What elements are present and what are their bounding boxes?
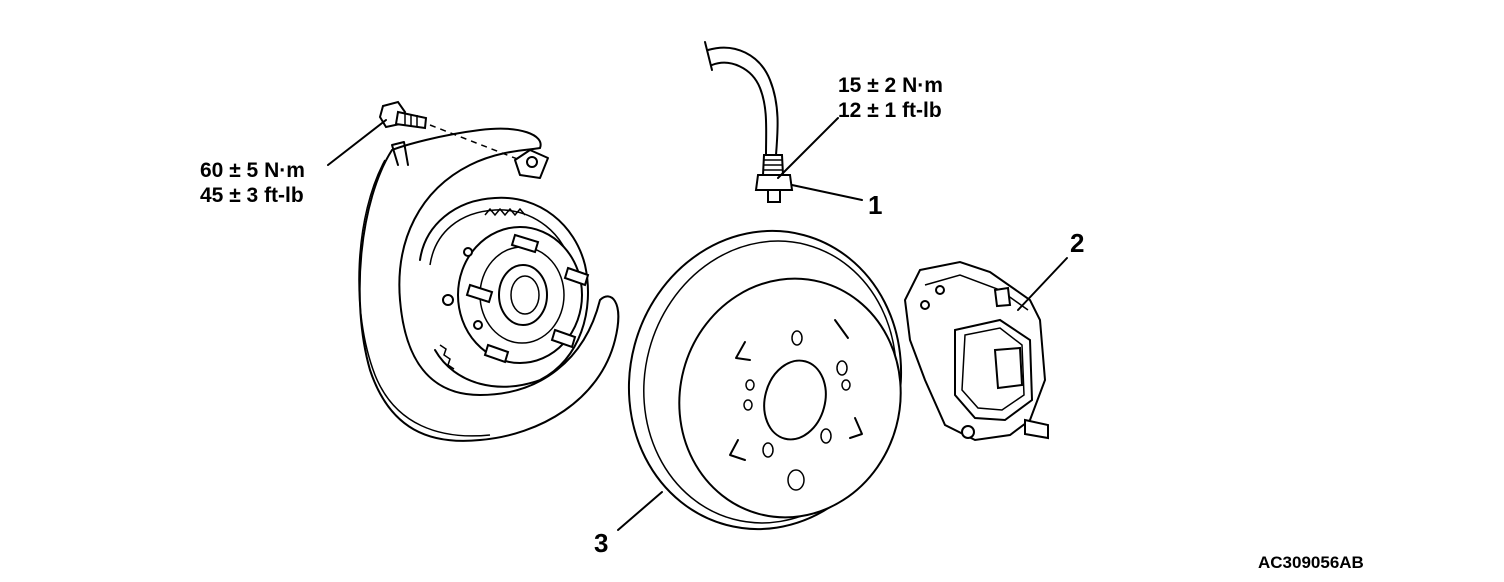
brake-hose xyxy=(704,41,794,203)
leader-hose-torque xyxy=(777,117,839,179)
leader-callout-1 xyxy=(791,184,863,201)
leader-callout-3 xyxy=(617,491,663,531)
reference-code: AC309056AB xyxy=(1258,553,1364,572)
brake-disc xyxy=(627,229,903,531)
hose-torque-ftlb: 12 ± 1 ft-lb xyxy=(838,99,942,122)
backing-plate-assembly xyxy=(358,127,620,442)
bolt xyxy=(378,100,521,161)
bolt-torque-ftlb: 45 ± 3 ft-lb xyxy=(200,184,304,207)
leader-bolt-torque xyxy=(327,119,387,166)
callout-2: 2 xyxy=(1070,228,1084,258)
callout-3: 3 xyxy=(594,528,608,558)
hose-torque-nm: 15 ± 2 N·m xyxy=(838,74,943,97)
callout-1: 1 xyxy=(868,190,882,220)
leader-callout-2 xyxy=(1017,257,1068,311)
bolt-torque-nm: 60 ± 5 N·m xyxy=(200,159,305,182)
brake-caliper xyxy=(903,260,1049,442)
